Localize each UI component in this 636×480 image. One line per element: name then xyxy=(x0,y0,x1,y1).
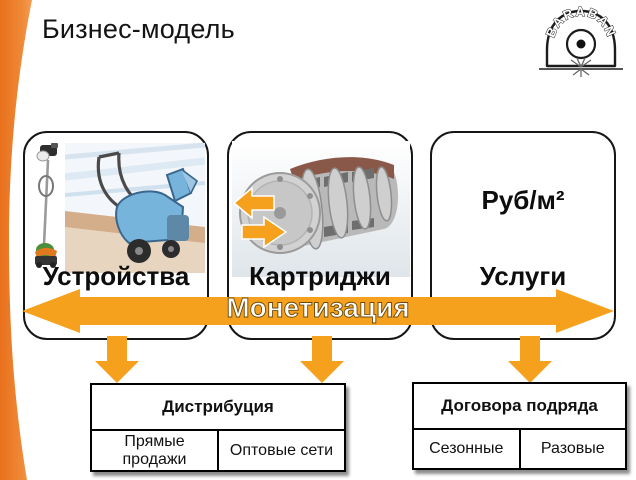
contracts-table: Договора подряда Сезонные Разовые xyxy=(412,382,627,470)
table-row: Прямые продажи Оптовые сети xyxy=(92,431,344,470)
contracts-table-header: Договора подряда xyxy=(414,384,625,430)
logo-sparks xyxy=(570,57,592,77)
arrow-right-icon xyxy=(241,215,288,249)
page-title: Бизнес-модель xyxy=(42,14,235,44)
price-per-sqm: Руб/м² xyxy=(481,185,565,215)
down-arrow-cartridges xyxy=(300,336,344,383)
trimmer-image xyxy=(35,143,58,268)
left-accent-swoosh xyxy=(0,0,32,480)
table-row: Сезонные Разовые xyxy=(414,430,625,468)
contracts-cell-seasonal: Сезонные xyxy=(429,440,504,458)
distribution-cell-direct: Прямые продажи xyxy=(122,432,187,468)
snowblower-image xyxy=(65,143,205,273)
baraban-logo: BARABAN xyxy=(539,4,623,77)
card-devices-images xyxy=(31,143,205,273)
card-services-label: Услуги xyxy=(479,261,567,291)
arrow-left-icon xyxy=(232,186,275,220)
distribution-table-header: Дистрибуция xyxy=(92,385,344,431)
monetization-arrow xyxy=(22,289,614,333)
down-arrow-services xyxy=(508,336,552,383)
card-devices-label: Устройства xyxy=(42,261,190,291)
card-cartridges-label: Картриджи xyxy=(249,261,391,291)
logo-drum-dot xyxy=(576,39,586,49)
distribution-cell-wholesale: Оптовые сети xyxy=(217,431,344,470)
cartridge-image xyxy=(232,141,410,277)
contracts-cell-onetime: Разовые xyxy=(518,430,626,468)
down-arrow-devices xyxy=(95,336,139,383)
distribution-table: Дистрибуция Прямые продажи Оптовые сети xyxy=(90,383,346,472)
monetization-label: Монетизация xyxy=(226,292,410,324)
